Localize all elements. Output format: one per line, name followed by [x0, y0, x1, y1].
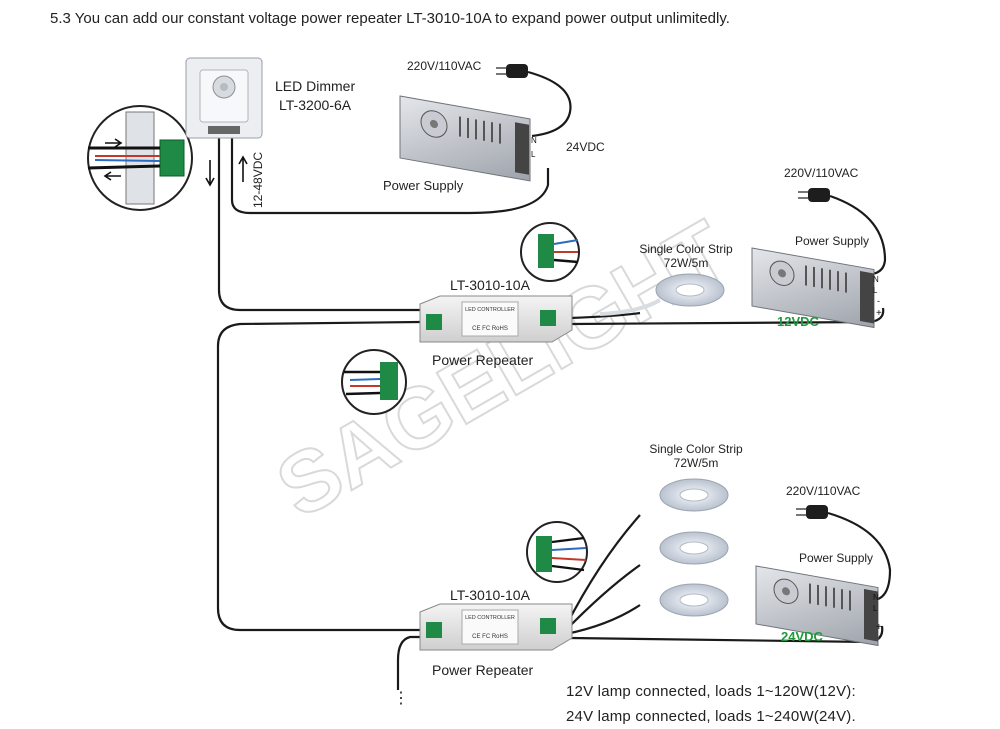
continuation-dots: ⋮ [393, 690, 409, 707]
repeater1-device [419, 295, 573, 343]
led-strip-reel-2b [659, 531, 729, 565]
power-supply-3 [755, 565, 879, 647]
repeater1-label: Power Repeater [432, 352, 534, 368]
power-supply-top [399, 95, 531, 182]
terminal-plus-2: + [876, 308, 882, 319]
repeater2-sticker: LED CONTROLLER [465, 615, 515, 621]
strip1-rating: 72W/5m [663, 256, 709, 270]
led-strip-reel-2a [659, 478, 729, 512]
supply3-ac: 220V/110VAC [786, 484, 861, 498]
load-note-24v: 24V lamp connected, loads 1~240W(24V). [566, 708, 856, 725]
terminal-minus-2: - [877, 296, 880, 306]
dimmer-label: LED Dimmer [275, 78, 356, 94]
load-note-12v: 12V lamp connected, loads 1~120W(12V): [566, 683, 856, 700]
terminal-l-2: L [873, 286, 878, 295]
terminal-n-2: N [873, 275, 879, 284]
ac-plug-icon [496, 64, 528, 78]
repeater2-device [419, 603, 573, 651]
zoom-repeater2-output [526, 521, 588, 583]
power-supply-2 [751, 247, 875, 329]
led-strip-reel-1 [599, 273, 725, 316]
wire-rep2-to-strip-b [565, 564, 641, 631]
ac-plug-icon [796, 505, 828, 519]
top-supply-dc: 24VDC [566, 140, 605, 154]
wire-rep1-to-rep2 [216, 320, 421, 632]
led-dimmer-device [185, 57, 263, 139]
top-supply-ac: 220V/110VAC [407, 59, 482, 73]
arrow-down-icon [205, 160, 215, 187]
wire-dimmer-to-repeater1 [217, 132, 420, 312]
zoom-repeater1-input [520, 222, 580, 282]
strip2-type: Single Color Strip [649, 442, 743, 456]
strip2-rating: 72W/5m [673, 456, 719, 470]
wires [216, 70, 892, 690]
zoom-repeater1-side [341, 349, 407, 415]
supply2-label: Power Supply [795, 234, 870, 248]
repeater1-sticker: LED CONTROLLER [465, 307, 515, 313]
dimmer-model: LT-3200-6A [279, 97, 352, 113]
repeater1-model: LT-3010-10A [450, 277, 530, 293]
wire-ac-supply3 [827, 511, 892, 602]
wire-ac-top [527, 70, 572, 138]
wire-rep2-to-strip-a [565, 514, 641, 627]
terminal-n-3: N [873, 593, 879, 602]
supply3-dc: 24VDC [781, 629, 823, 644]
dimmer-input-voltage: 12-48VDC [251, 151, 265, 208]
zoom-dimmer-wiring [87, 105, 193, 211]
repeater2-model: LT-3010-10A [450, 587, 530, 603]
repeater2-marks: CE FC RoHS [472, 634, 508, 640]
strip1-type: Single Color Strip [639, 242, 733, 256]
supply3-label: Power Supply [799, 551, 874, 565]
ac-plug-icon [798, 188, 830, 202]
terminal-plus-3: + [876, 622, 882, 633]
repeater2-label: Power Repeater [432, 662, 534, 678]
supply2-dc: 12VDC [777, 314, 819, 329]
section-heading: 5.3 You can add our constant voltage pow… [50, 10, 730, 27]
supply2-ac: 220V/110VAC [784, 166, 859, 180]
top-supply-label: Power Supply [383, 178, 464, 193]
terminal-n-top: N [531, 136, 537, 145]
terminal-l-top: L [531, 150, 536, 159]
led-strip-reel-2c [659, 583, 729, 617]
wire-rep1-to-strip1 [569, 311, 641, 320]
wire-ac-supply2 [829, 194, 887, 276]
wire-supply-to-dimmer [230, 134, 550, 215]
wire-rep2-to-strip-c [565, 604, 641, 636]
wire-rep2-continue [396, 635, 420, 690]
arrow-up-icon [238, 155, 248, 182]
terminal-l-3: L [873, 604, 878, 613]
repeater1-marks: CE FC RoHS [472, 326, 508, 332]
